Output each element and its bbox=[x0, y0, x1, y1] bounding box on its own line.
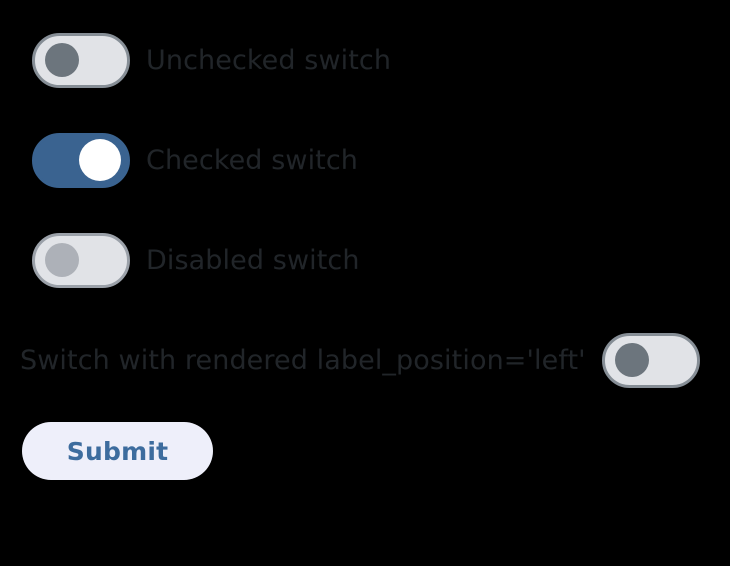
toggle-switch-checked[interactable] bbox=[32, 132, 130, 188]
toggle-switch-label-left[interactable] bbox=[602, 332, 700, 388]
switch-thumb-icon bbox=[79, 139, 121, 181]
switch-label-unchecked: Unchecked switch bbox=[146, 44, 392, 76]
switch-thumb-icon bbox=[45, 243, 79, 277]
submit-button[interactable]: Submit bbox=[22, 422, 213, 480]
switch-row-unchecked: Unchecked switch bbox=[0, 32, 391, 88]
switch-label-checked: Checked switch bbox=[146, 144, 359, 176]
switch-label-label-left: Switch with rendered label_position='lef… bbox=[20, 344, 586, 376]
toggle-switch-disabled bbox=[32, 232, 130, 288]
toggle-switch-unchecked[interactable] bbox=[32, 32, 130, 88]
switch-row-checked: Checked switch bbox=[0, 132, 358, 188]
switch-row-disabled: Disabled switch bbox=[0, 232, 360, 288]
switch-thumb-icon bbox=[615, 343, 649, 377]
switch-row-label-left: Switch with rendered label_position='lef… bbox=[0, 332, 730, 388]
switch-label-disabled: Disabled switch bbox=[146, 244, 360, 276]
switch-thumb-icon bbox=[45, 43, 79, 77]
